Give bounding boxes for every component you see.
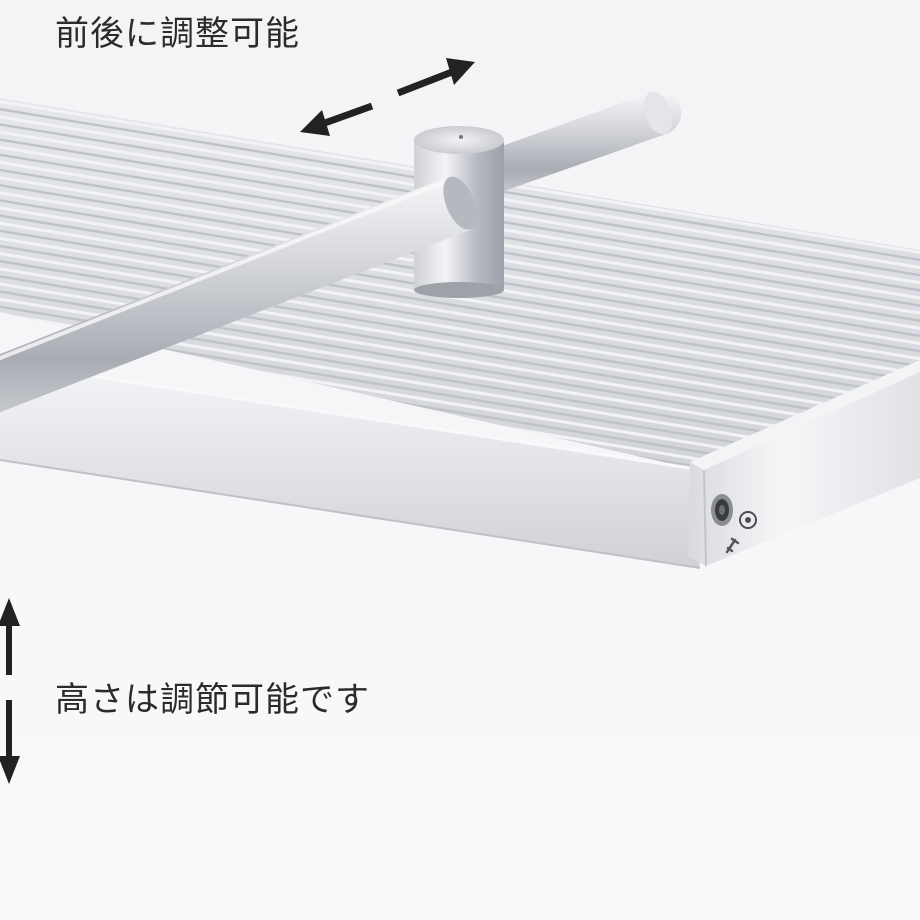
double-arrow-vertical-icon: [0, 598, 20, 784]
depth-adjust-caption: 前後に調整可能: [55, 14, 300, 54]
fin-line: [0, 250, 920, 408]
lamp-front-face: [0, 362, 700, 568]
fin-line: [0, 228, 920, 385]
rod-front-segment: [0, 176, 470, 413]
key-symbol-icon: [725, 537, 740, 554]
fin-line: [0, 243, 920, 400]
height-adjust-caption: 高さは調節可能です: [55, 680, 370, 720]
rod-back-segment: [480, 90, 682, 196]
control-button-icon: [739, 511, 757, 529]
fin-line: [0, 235, 920, 393]
fin-line: [0, 220, 920, 378]
fin-line: [0, 265, 920, 423]
lamp-end-cap: [688, 360, 920, 566]
double-arrow-diagonal-icon: [300, 58, 475, 136]
fin-line: [0, 258, 920, 415]
